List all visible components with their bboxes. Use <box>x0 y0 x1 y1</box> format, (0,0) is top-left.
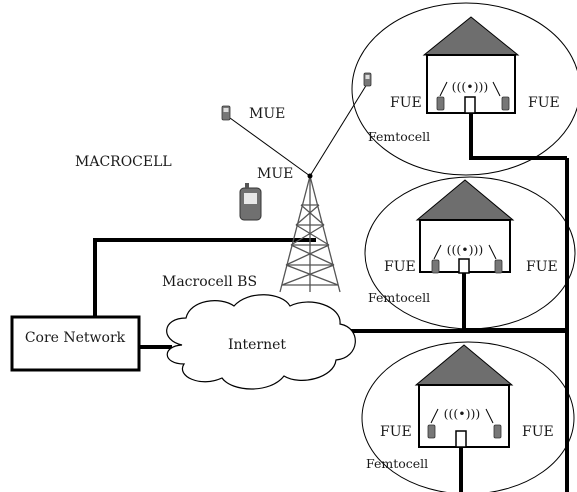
cloud-icon <box>166 294 356 390</box>
fue-label-left: FUE <box>380 424 412 440</box>
mue-links <box>229 83 368 177</box>
macrocell-label: MACROCELL <box>75 154 172 170</box>
backbone-lines <box>93 113 569 492</box>
antenna-icon: (((•))) <box>447 242 484 257</box>
fue-label-left: FUE <box>384 259 416 275</box>
femtocell-label: Femtocell <box>366 456 428 471</box>
fue-label-right: FUE <box>528 95 560 111</box>
house-icon <box>414 344 514 448</box>
cell-tower-icon <box>279 173 341 293</box>
house-icon <box>415 179 515 274</box>
femtocell-coverage-1 <box>351 2 577 176</box>
internet-label: Internet <box>228 337 286 353</box>
femtocell-label: Femtocell <box>368 129 430 144</box>
fue-label-left: FUE <box>390 95 422 111</box>
femtocell-coverage-2 <box>364 176 576 330</box>
core-network-box <box>10 315 141 372</box>
antenna-icon: (((•))) <box>452 79 489 94</box>
core-network-label: Core Network <box>25 330 126 346</box>
macrocell-bs-label: Macrocell BS <box>162 274 257 290</box>
mue-label-left: MUE <box>257 166 293 182</box>
fue-label-right: FUE <box>526 259 558 275</box>
femtocell-label: Femtocell <box>368 290 430 305</box>
fue-label-right: FUE <box>522 424 554 440</box>
antenna-icon: (((•))) <box>444 406 481 421</box>
signal-lines <box>430 81 501 424</box>
mobile-phone-icon <box>363 72 372 87</box>
mue-label-top: MUE <box>249 106 285 122</box>
femtocell-coverage-3 <box>361 341 575 492</box>
mobile-phone-icon <box>221 105 231 121</box>
mobile-phone-icon <box>239 183 262 221</box>
mobile-phone-icon <box>427 96 510 439</box>
